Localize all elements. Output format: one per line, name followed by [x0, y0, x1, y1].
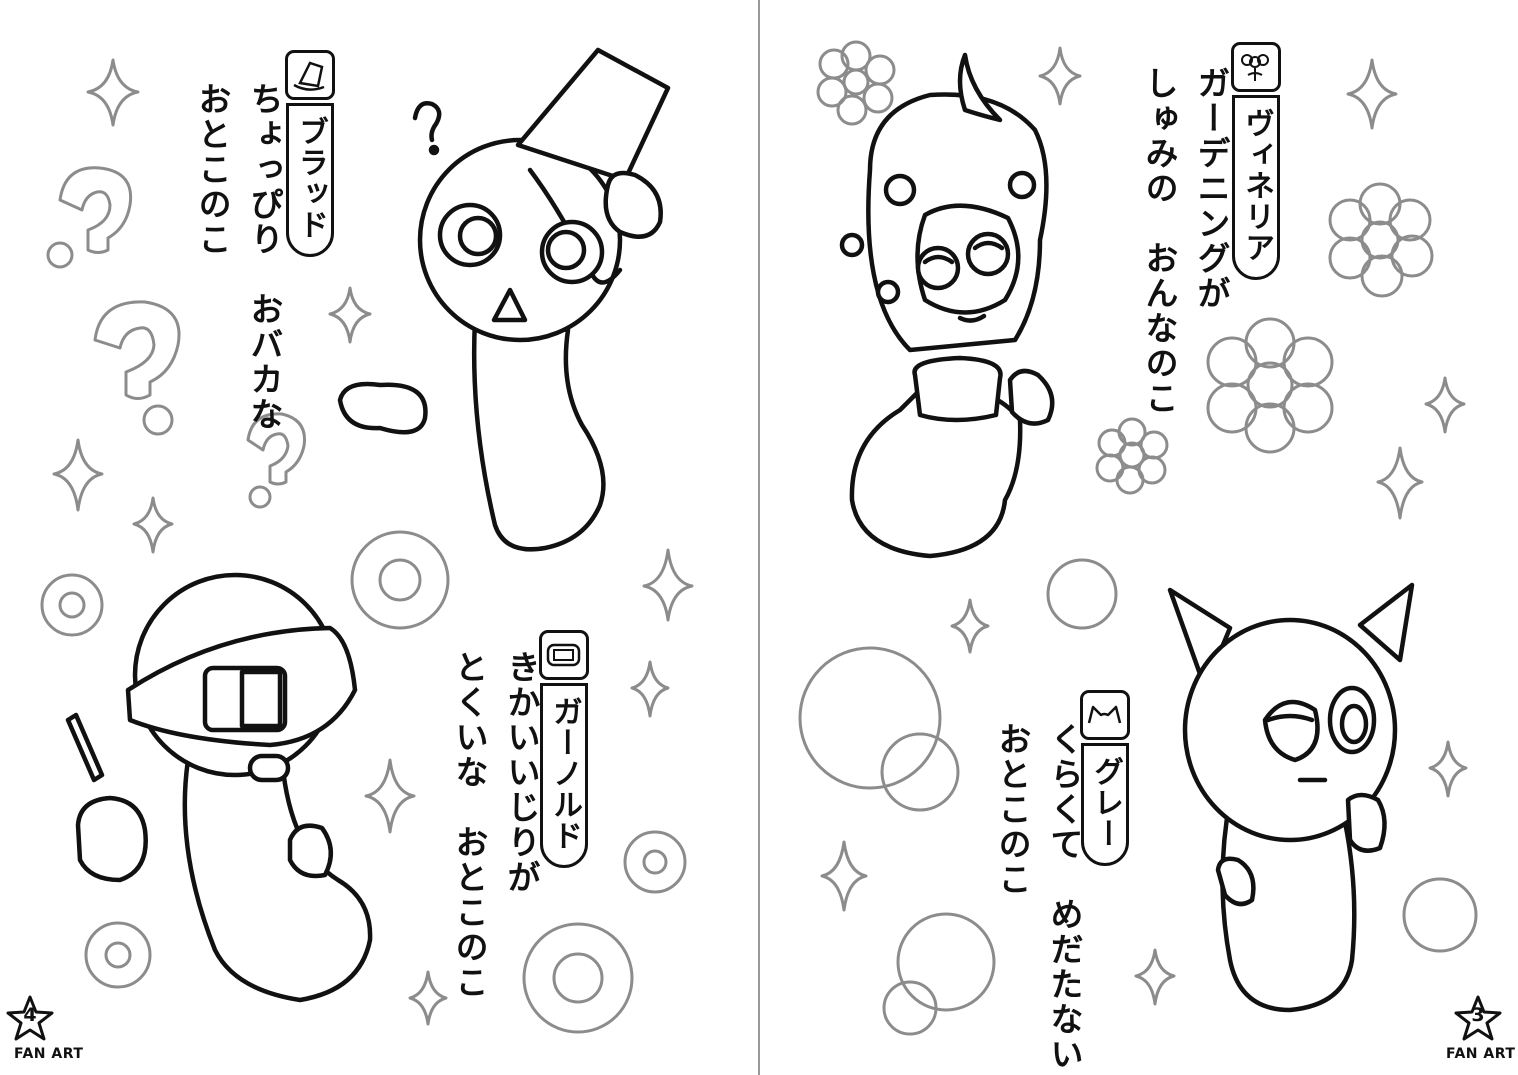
character-vineria: [839, 52, 1055, 559]
page-number-left: 4: [23, 1004, 37, 1026]
sparkle-icon: [328, 286, 372, 344]
flower-icon: [839, 232, 865, 258]
flower-icon: [1007, 170, 1037, 200]
question-mark-dot: [46, 241, 74, 269]
question-mark-icon: [246, 412, 307, 486]
page-number-badge-left: 4: [6, 995, 54, 1043]
garnold-body: [182, 757, 373, 1003]
gear-icon: [40, 573, 104, 637]
brad-left-eye: [437, 202, 503, 268]
right-page-artwork: [798, 40, 1478, 1036]
brad-hand: [603, 170, 663, 239]
watering-can: [912, 355, 1003, 423]
page-right: ヴィネリア ガーデニングが しゅみの おんなのこ グレー くらくて めだたない …: [760, 0, 1518, 1075]
gear-icon: [623, 830, 687, 894]
sparkle-icon: [950, 598, 990, 654]
bubble-icon: [896, 912, 996, 1012]
sparkle-icon: [820, 840, 868, 912]
page-left: ブラッド ちょっぴり おバカな おとこのこ ガーノルド きかいいじりが とくいな…: [0, 0, 758, 1075]
character-name-vineria: ヴィネリア: [1232, 95, 1280, 280]
screwdriver: [65, 712, 105, 783]
question-mark-dot: [142, 404, 174, 436]
gray-right-ear: [1357, 582, 1415, 663]
question-mark-icon: [58, 166, 133, 254]
sparkle-icon: [630, 660, 670, 718]
bubble-icon: [1402, 877, 1478, 953]
gear-icon: [350, 530, 450, 630]
character-description-garnold: きかいいじりが とくいな おとこのこ: [450, 650, 541, 1000]
sparkle-icon: [86, 58, 140, 127]
footer-fan-art-left: FAN ART: [14, 1046, 84, 1062]
sparkle-icon: [1428, 740, 1468, 798]
sparkle-icon: [52, 438, 104, 512]
character-name-gray: グレー: [1081, 743, 1129, 866]
sparkle-icon: [1134, 948, 1176, 1006]
character-description-gray: くらくて めだたない おとこのこ: [993, 722, 1084, 1072]
brad-hand: [337, 381, 428, 435]
sparkle-icon: [364, 758, 416, 834]
character-garnold: [65, 572, 373, 1003]
flower-icon: [883, 173, 917, 207]
sparkle-icon: [132, 496, 174, 554]
page-number-right: 3: [1471, 1004, 1485, 1026]
flower-icon: [1206, 317, 1334, 454]
sparkle-icon: [1376, 446, 1424, 520]
garnold-goggle-lens: [202, 665, 288, 733]
page-number-badge-right: 3: [1454, 995, 1502, 1043]
left-page-artwork: [40, 47, 694, 1034]
label-gray: グレー: [1078, 690, 1132, 866]
gray-hand: [1345, 792, 1387, 853]
right-decorations: [798, 40, 1478, 1036]
character-description-vineria: ガーデニングが しゅみの おんなのこ: [1140, 66, 1231, 416]
vineria-body: [849, 385, 1023, 559]
question-mark-icon: [93, 300, 181, 400]
label-garnold: ガーノルド: [537, 630, 591, 868]
bubble-icon: [882, 980, 938, 1036]
garnold-hand: [287, 823, 333, 879]
garnold-hand: [75, 795, 148, 883]
vineria-hand: [1007, 368, 1055, 426]
page-divider: [758, 0, 760, 1075]
question-mark-dot: [248, 485, 272, 509]
bubble-icon: [798, 646, 942, 790]
left-decorations: [40, 58, 694, 1034]
sparkle-icon: [1346, 58, 1398, 130]
bubble-icon: [880, 732, 960, 812]
gray-hand: [1215, 856, 1256, 907]
sparkle-icon: [408, 970, 448, 1026]
flower-icon: [816, 40, 896, 126]
welding-mask-icon: [539, 630, 589, 680]
vineria-sprout: [957, 52, 1003, 123]
brad-nose: [491, 287, 528, 323]
bubble-icon: [1046, 558, 1118, 630]
cat-ears-icon: [1080, 690, 1130, 740]
brad-top-hat: [515, 47, 671, 183]
sparkle-icon: [1038, 46, 1082, 106]
character-brad: [337, 47, 671, 552]
brad-body: [471, 317, 606, 552]
flower-icon: [1231, 42, 1281, 92]
gear-icon: [84, 921, 152, 989]
character-description-brad: ちょっぴり おバカな おとこのこ: [193, 82, 284, 432]
garnold-mouth: [247, 753, 291, 783]
footer-fan-art-right: FAN ART: [1446, 1046, 1516, 1062]
flower-icon: [875, 279, 901, 305]
vineria-left-eye: [915, 245, 961, 291]
vineria-right-eye: [965, 231, 1011, 277]
character-gray: [1167, 582, 1415, 1013]
gray-body: [1220, 797, 1357, 1013]
label-vineria: ヴィネリア: [1229, 42, 1283, 280]
gear-icon: [522, 922, 634, 1034]
character-name-brad: ブラッド: [286, 103, 334, 257]
sparkle-icon: [1424, 376, 1466, 434]
sparkle-icon: [642, 548, 694, 622]
flower-icon: [1095, 417, 1169, 495]
label-brad: ブラッド: [283, 50, 337, 257]
top-hat-icon: [285, 50, 335, 100]
flower-icon: [1328, 182, 1434, 298]
character-name-garnold: ガーノルド: [540, 683, 588, 868]
